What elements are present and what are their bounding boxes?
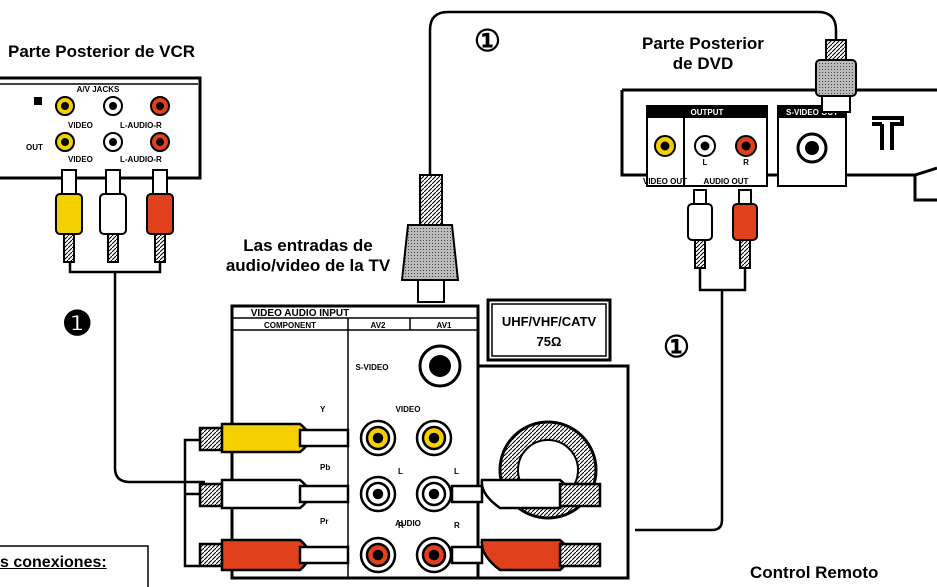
- dvd-audio-plugs: [687, 189, 758, 269]
- tv-inputs-title: Las entradas de audio/video de la TV: [218, 236, 398, 276]
- dvd-svideo-plug: [815, 39, 857, 113]
- tv-svideo-plug: [400, 174, 460, 303]
- tv-antenna-label-1: UHF/VHF/CATV: [502, 314, 597, 329]
- tv-left-plugs: [198, 422, 350, 572]
- connections-box: [0, 545, 149, 587]
- tv-video-label: VIDEO: [396, 405, 421, 414]
- dvd-ground-icon: [872, 116, 904, 150]
- dvd-svideo-out-label: S-VIDEO OUT: [786, 108, 838, 117]
- dvd-jacks: [654, 135, 757, 157]
- dvd-l-label: L: [703, 158, 708, 167]
- vcr-audio-label-2: L-AUDIO-R: [120, 155, 162, 164]
- cable-wires: [68, 10, 838, 570]
- vcr-out-label: OUT: [26, 143, 43, 152]
- tv-pb-label: Pb: [320, 463, 330, 472]
- marker-filled-1: ❶: [62, 304, 93, 344]
- tv-y-label: Y: [320, 405, 326, 414]
- vcr-rear-panel: A/V JACKS OUT VIDEO VIDEO L-AUDIO-R L-AU…: [0, 76, 202, 263]
- tv-svideo-label: S-VIDEO: [356, 363, 389, 372]
- tv-l-label-2: L: [454, 467, 459, 476]
- tv-right-plugs: [450, 478, 602, 572]
- dvd-video-out-label: VIDEO OUT: [643, 177, 687, 186]
- tv-av2-label: AV2: [371, 321, 387, 330]
- dvd-rear-panel: OUTPUT VIDEO OUT AUDIO OUT L R S-VIDEO O…: [620, 39, 937, 269]
- vcr-video-label: VIDEO: [68, 121, 93, 130]
- tv-pr-label: Pr: [320, 517, 328, 526]
- vcr-jacks-header: A/V JACKS: [77, 85, 120, 94]
- tv-antenna-panel: UHF/VHF/CATV 75Ω: [476, 298, 630, 580]
- vcr-title: Parte Posterior de VCR: [8, 42, 196, 61]
- vcr-video-label-2: VIDEO: [68, 155, 93, 164]
- tv-antenna-label-2: 75Ω: [537, 334, 562, 349]
- connections-label: s conexiones:: [0, 554, 107, 571]
- dvd-output-label: OUTPUT: [691, 108, 724, 117]
- remote-label: Control Remoto: [750, 563, 879, 582]
- marker-circled-1-top: ①: [474, 24, 501, 59]
- tv-component-label: COMPONENT: [264, 321, 316, 330]
- vcr-audio-label: L-AUDIO-R: [120, 121, 162, 130]
- tv-av1-label: AV1: [437, 321, 453, 330]
- tv-input-panel: VIDEO AUDIO INPUT COMPONENT AV2 AV1 S-VI…: [230, 304, 480, 580]
- dvd-title-line2: de DVD: [672, 54, 734, 73]
- tv-inputs-line2: audio/video de la TV: [225, 256, 391, 275]
- dvd-audio-out-label: AUDIO OUT: [704, 177, 749, 186]
- tv-r-label-2: R: [454, 521, 460, 530]
- vcr-jacks: [55, 96, 170, 152]
- dvd-r-label: R: [743, 158, 749, 167]
- dvd-title: Parte Posterior de DVD: [628, 34, 778, 74]
- vcr-in-square: [34, 97, 42, 105]
- tv-r-label: R: [398, 521, 404, 530]
- tv-inputs-line1: Las entradas de: [243, 236, 373, 255]
- marker-circled-1-right: ①: [663, 330, 690, 365]
- tv-audio-label: AUDIO: [395, 519, 421, 528]
- dvd-title-line1: Parte Posterior: [642, 34, 764, 53]
- tv-input-header: VIDEO AUDIO INPUT: [251, 308, 350, 319]
- tv-l-label: L: [398, 467, 403, 476]
- tv-jacks: [359, 419, 453, 574]
- vcr-plugs: [55, 169, 174, 263]
